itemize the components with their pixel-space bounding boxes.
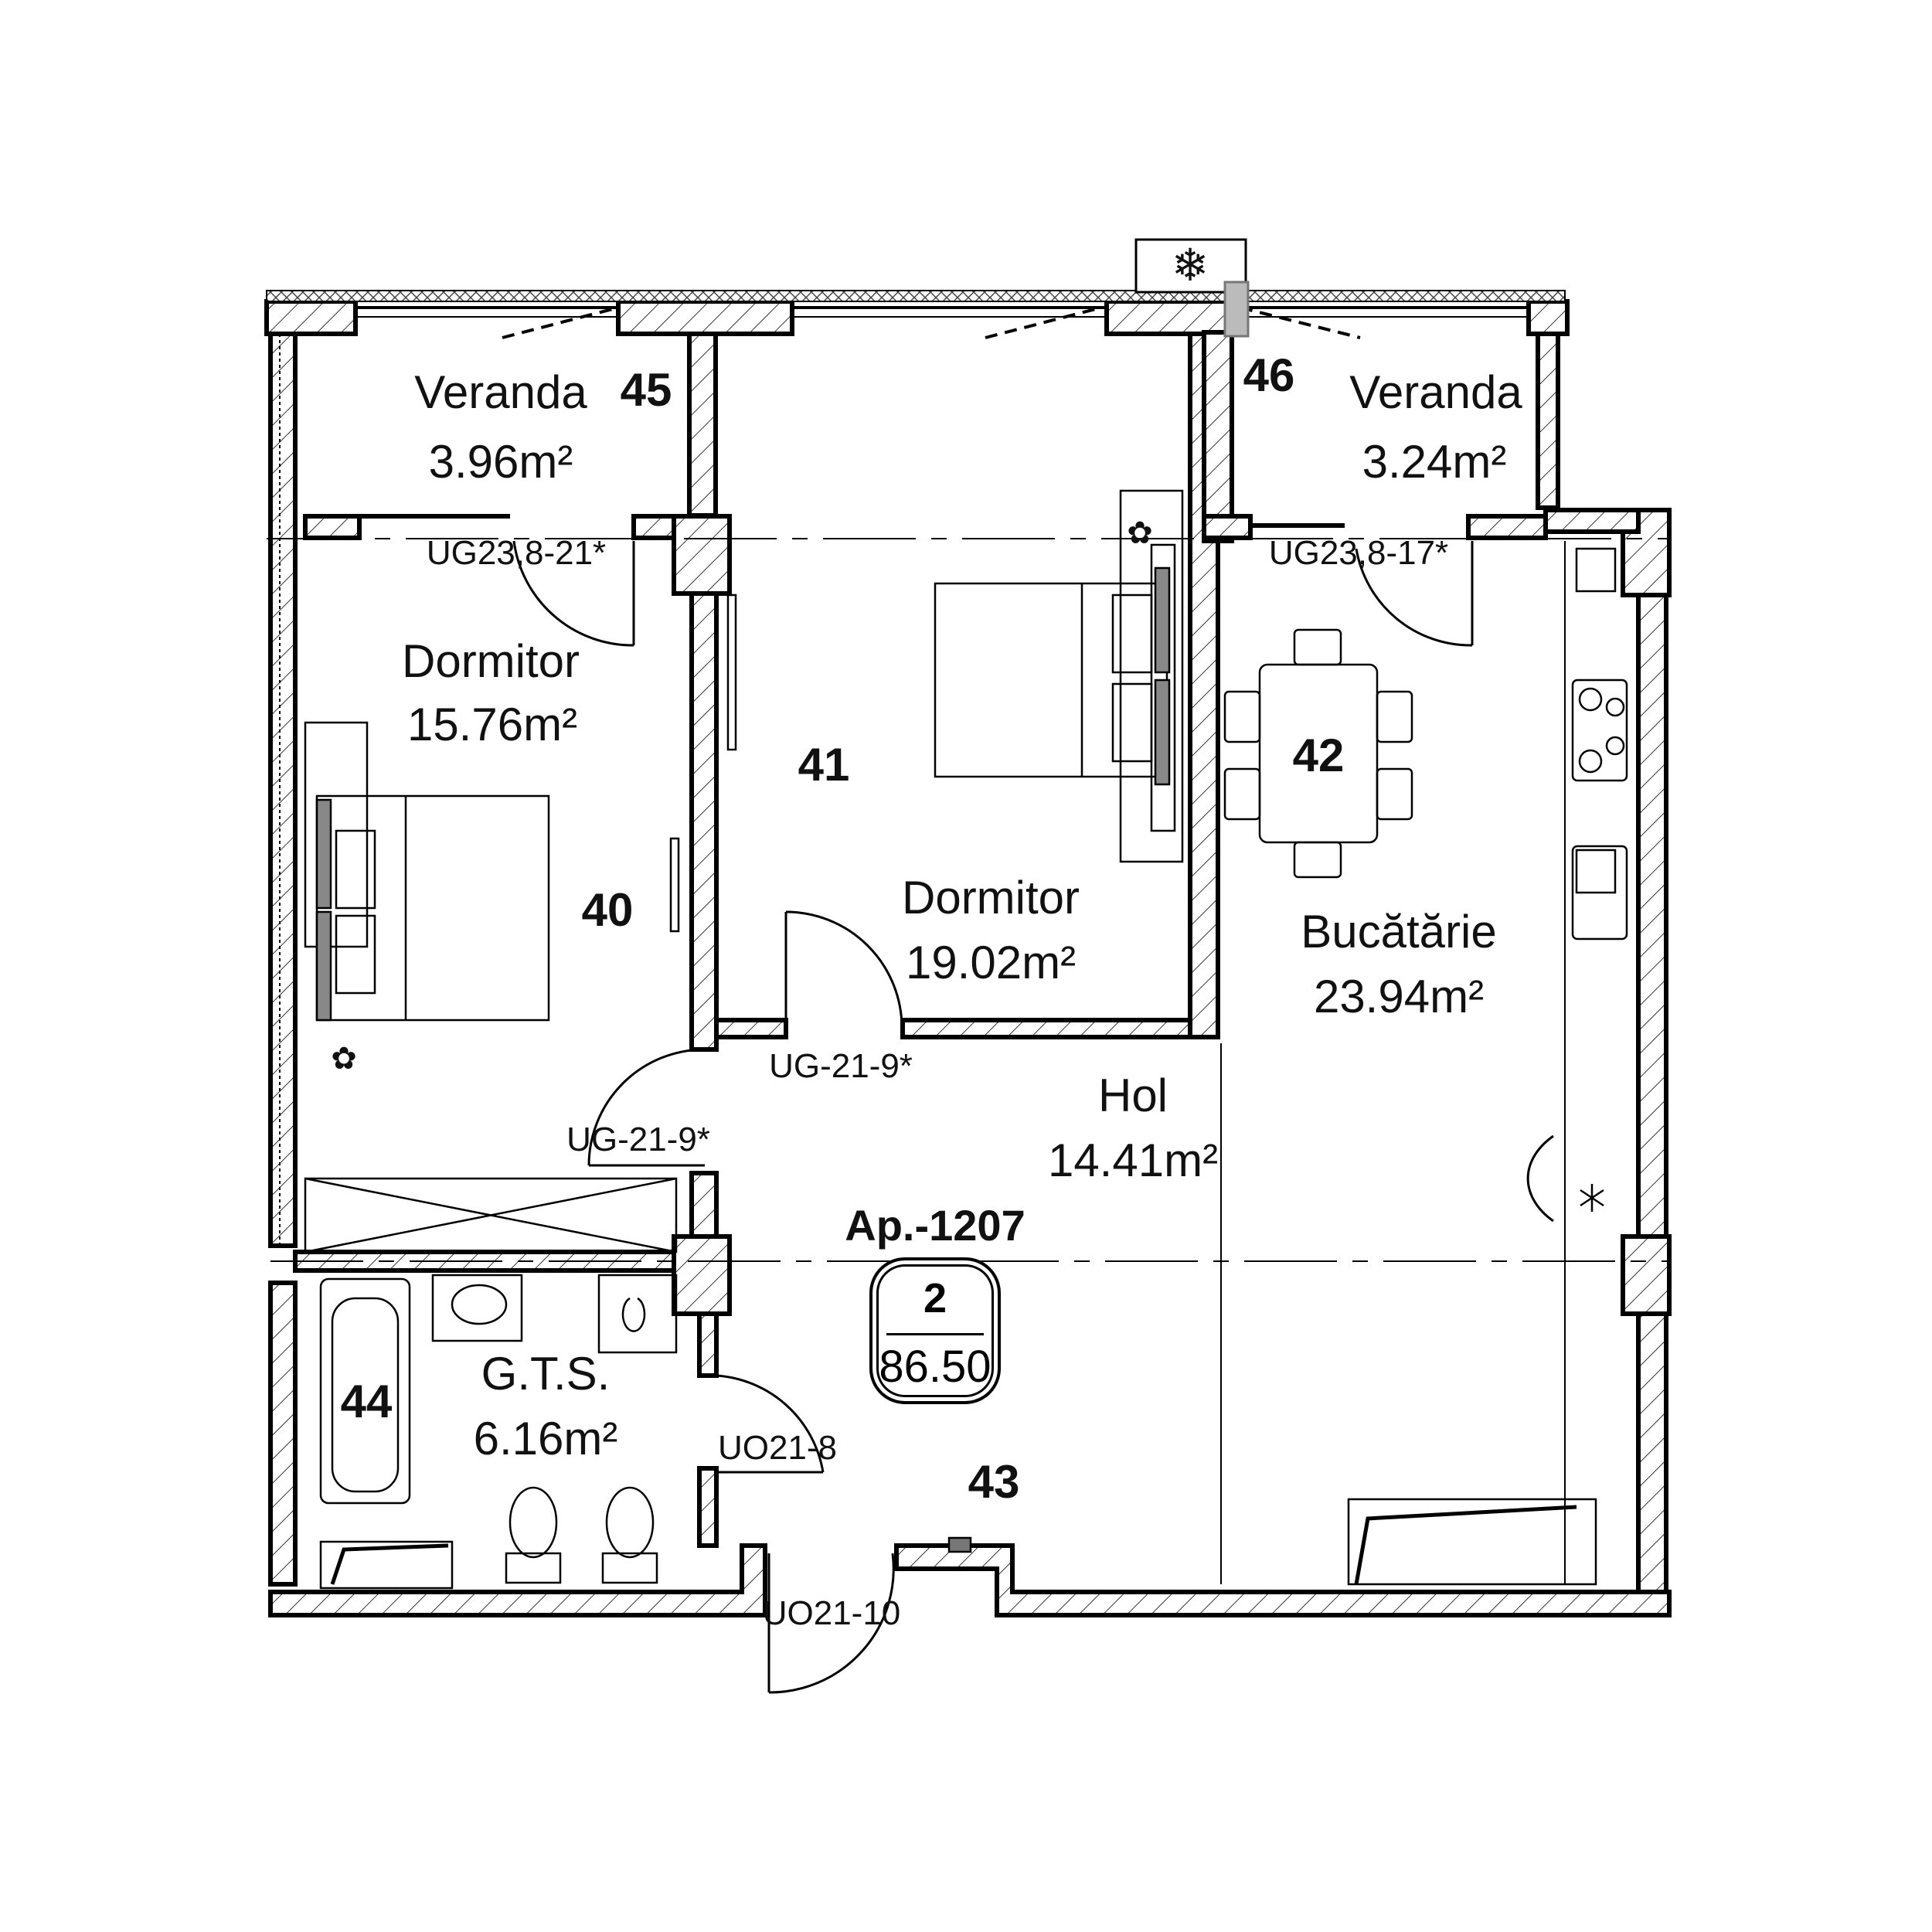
apartment-title: Ap.-1207 <box>845 1201 1026 1250</box>
door-code-veranda-45: UG23,8-21* <box>426 534 607 572</box>
window-dashes <box>502 306 1361 339</box>
flower-icon: ✿ <box>331 1042 357 1076</box>
room-name-veranda-46: Veranda <box>1349 366 1522 418</box>
room-area-bucatarie: 23.94m² <box>1313 971 1485 1022</box>
room-name-gts: G.T.S. <box>481 1348 611 1400</box>
room-area-dormitor-41: 19.02m² <box>905 937 1077 988</box>
room-number-41: 41 <box>798 739 850 791</box>
room-area-dormitor-40: 15.76m² <box>406 699 578 750</box>
furniture <box>304 489 1628 1590</box>
exterior-walls <box>264 290 1672 1617</box>
room-number-40: 40 <box>581 884 634 936</box>
door-swings[interactable] <box>512 540 1554 1694</box>
room-name-bucatarie: Bucătărie <box>1301 906 1497 957</box>
door-code-bedroom-40: UG-21-9* <box>566 1121 710 1158</box>
flower-icon: ✿ <box>1127 516 1153 550</box>
ac-unit <box>1134 238 1250 338</box>
room-area-veranda-46: 3.24m² <box>1362 436 1507 488</box>
badge-divider <box>886 1333 984 1335</box>
sliding-doors <box>359 514 1345 528</box>
room-number-45: 45 <box>620 364 672 416</box>
room-number-43: 43 <box>968 1456 1020 1508</box>
total-area: 86.50 <box>879 1342 992 1392</box>
room-name-dormitor-40: Dormitor <box>401 635 580 687</box>
door-code-veranda-46: UG23,8-17* <box>1268 534 1449 572</box>
room-number-44: 44 <box>340 1376 393 1427</box>
room-number-42: 42 <box>1292 730 1345 781</box>
door-code-entrance: UO21-10 <box>762 1594 901 1632</box>
apartment-badge: 2 86.50 <box>869 1257 1001 1404</box>
rooms-count: 2 <box>923 1275 947 1321</box>
room-name-dormitor-41: Dormitor <box>901 872 1080 923</box>
room-name-hol: Hol <box>1097 1070 1168 1121</box>
door-code-bathroom: UO21-8 <box>717 1429 838 1467</box>
room-name-veranda-45: Veranda <box>414 366 587 418</box>
room-area-gts: 6.16m² <box>473 1413 618 1464</box>
room-area-veranda-45: 3.96m² <box>428 436 573 488</box>
room-area-hol: 14.41m² <box>1047 1134 1219 1186</box>
room-number-46: 46 <box>1243 349 1295 401</box>
door-code-bedroom-41: UG-21-9* <box>769 1047 913 1085</box>
snowflake-icon: ❄ <box>1171 240 1209 291</box>
